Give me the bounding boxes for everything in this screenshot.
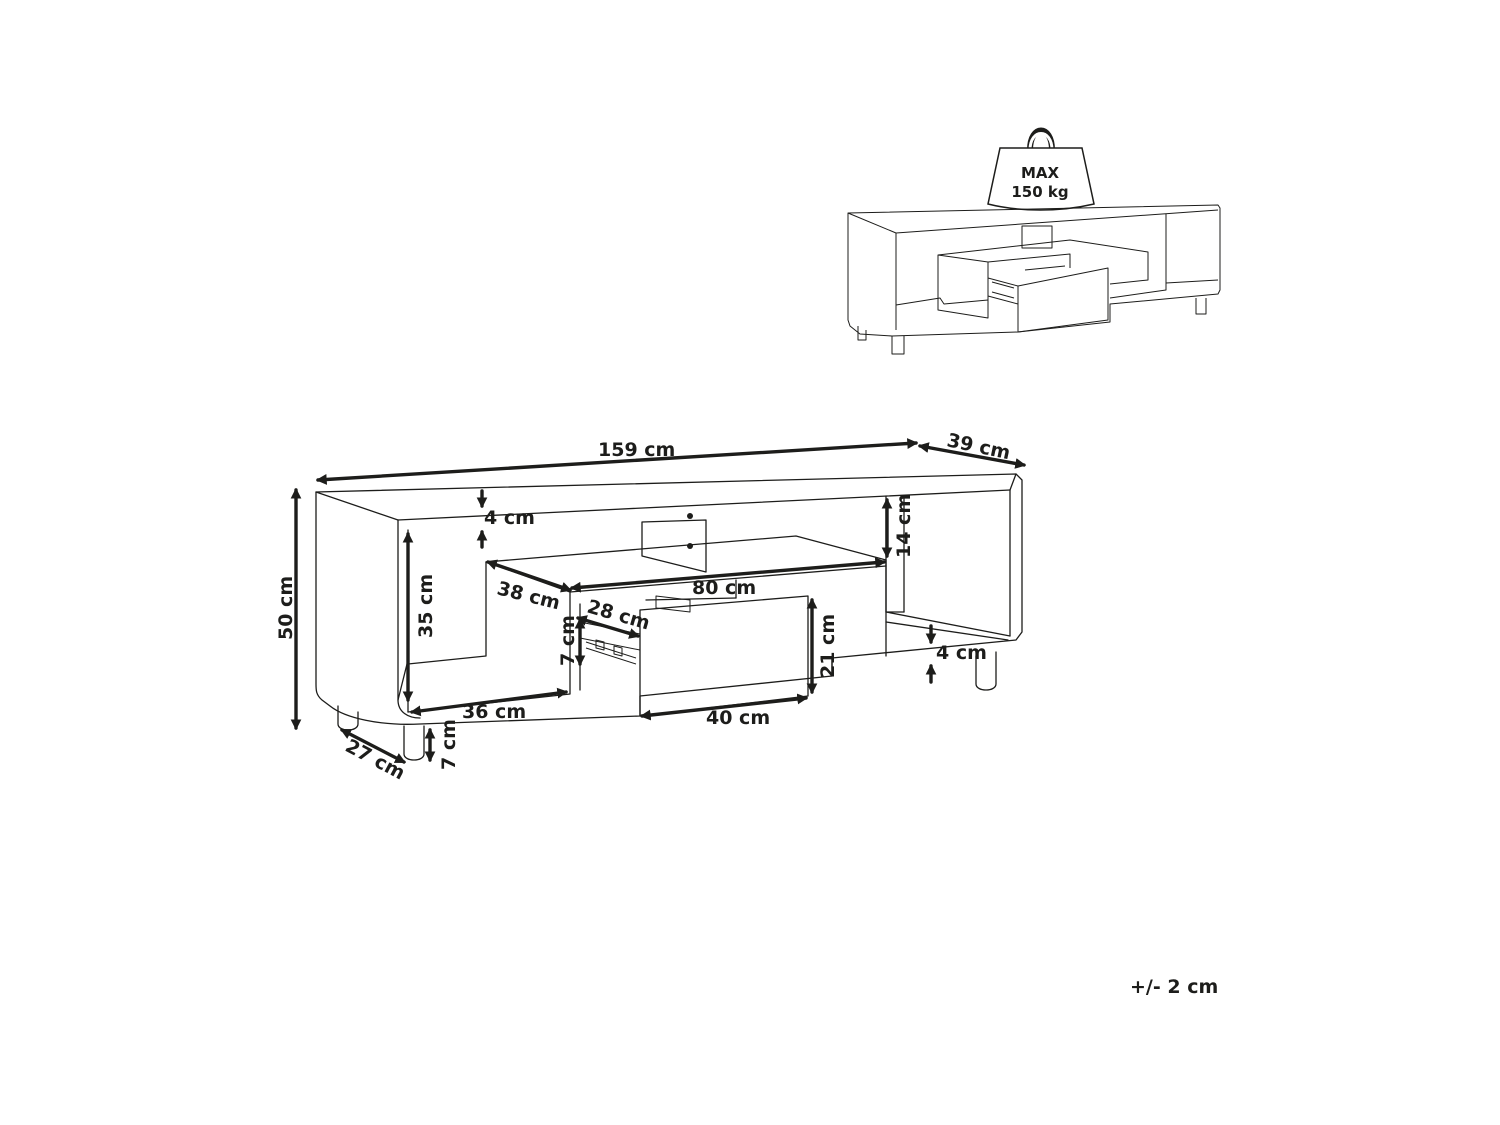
dim-label-drawer-front-height: 21 cm: [817, 614, 839, 678]
dim-label-width: 159 cm: [598, 439, 675, 461]
dimension-height: 50 cm: [275, 487, 302, 731]
dim-label-height: 50 cm: [275, 576, 297, 640]
dimension-side-opening-height: 35 cm: [402, 531, 437, 703]
dim-label-leg-height: 7 cm: [438, 719, 460, 770]
dimension-side-opening-width: 36 cm: [409, 687, 569, 723]
weight-line-1: MAX: [1021, 164, 1060, 182]
thumbnail-stand: [847, 204, 1221, 355]
dimension-inner-width: 80 cm: [569, 557, 887, 599]
load-capacity-thumbnail: MAX 150 kg: [847, 127, 1221, 355]
dimension-drawer-inner-height: 7 cm: [557, 615, 586, 667]
dimension-drawer-width: 40 cm: [639, 693, 809, 729]
dim-label-drawer-inner-height: 7 cm: [557, 615, 579, 666]
dimension-drawer-front-height: 21 cm: [806, 597, 839, 695]
dimension-width: 159 cm: [315, 438, 919, 485]
dim-label-inner-width: 80 cm: [692, 577, 756, 599]
dim-label-side-opening-width: 36 cm: [462, 701, 526, 723]
dimension-drawer-depth: 28 cm: [575, 596, 652, 639]
dim-label-top-thickness: 4 cm: [484, 507, 535, 529]
dimension-inner-depth: 38 cm: [485, 559, 573, 614]
dim-label-drawer-width: 40 cm: [706, 707, 770, 729]
dimension-top-thickness: 4 cm: [476, 489, 535, 549]
dimension-leg-height: 7 cm: [424, 719, 460, 770]
dim-label-leg-spacing: 27 cm: [342, 735, 409, 785]
dim-label-side-opening-height: 35 cm: [415, 574, 437, 638]
dimension-depth: 39 cm: [917, 429, 1027, 469]
dim-label-depth: 39 cm: [945, 429, 1012, 464]
dim-label-bottom-thickness: 4 cm: [936, 642, 987, 664]
weight-icon: MAX 150 kg: [987, 127, 1095, 211]
dimension-bottom-thickness: 4 cm: [925, 624, 987, 684]
dim-label-upper-gap: 14 cm: [893, 494, 915, 558]
weight-line-2: 150 kg: [1011, 183, 1068, 201]
dimension-upper-gap: 14 cm: [881, 494, 915, 559]
dimension-leg-spacing: 27 cm: [340, 728, 409, 785]
tolerance-note: +/- 2 cm: [1130, 976, 1219, 998]
